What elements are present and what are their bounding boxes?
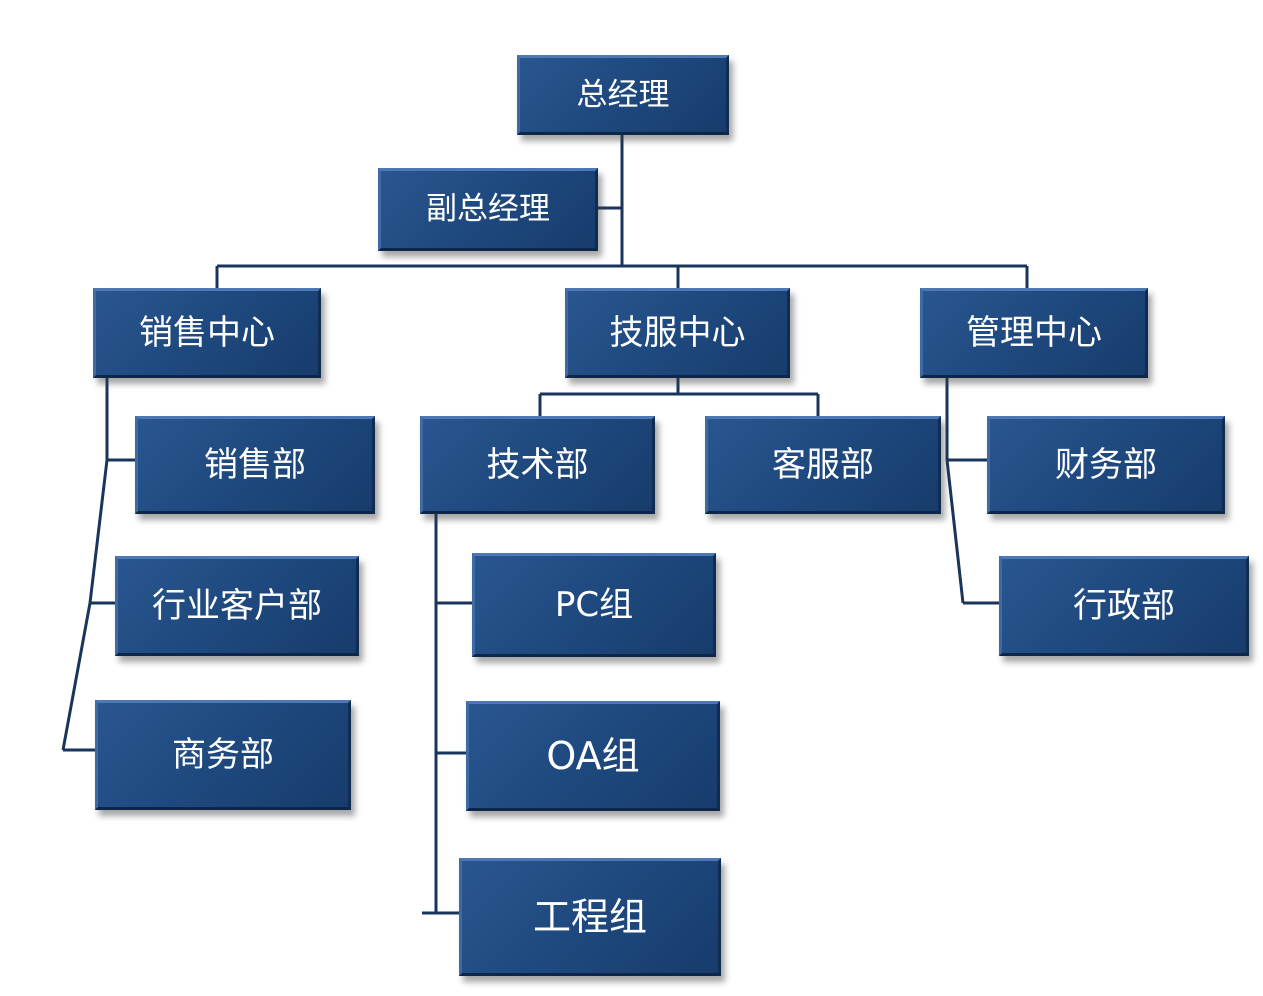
node-deputy-general-manager: 副总经理	[378, 168, 598, 251]
node-label: 销售中心	[139, 313, 275, 353]
node-label: 销售部	[204, 445, 306, 485]
node-admin-center: 管理中心	[920, 288, 1148, 378]
connector-line	[88, 459, 109, 604]
node-sales-center: 销售中心	[93, 288, 321, 378]
node-label: 管理中心	[966, 313, 1102, 353]
node-sales-dept: 销售部	[135, 416, 375, 514]
node-pc-group: PC组	[472, 553, 716, 657]
node-engineering-group: 工程组	[459, 858, 721, 976]
node-label: PC组	[554, 585, 634, 625]
node-business-affairs-dept: 商务部	[95, 700, 351, 810]
node-label: 客服部	[772, 445, 874, 485]
node-label: OA组	[546, 734, 640, 778]
node-finance-dept: 财务部	[987, 416, 1225, 514]
connector-line	[945, 459, 965, 604]
node-label: 总经理	[576, 76, 670, 113]
node-label: 技服中心	[609, 313, 746, 353]
node-oa-group: OA组	[466, 701, 720, 811]
node-industry-clients-dept: 行业客户部	[115, 556, 359, 656]
node-administration-dept: 行政部	[999, 556, 1249, 656]
node-label: 技术部	[486, 445, 589, 485]
node-tech-service-center: 技服中心	[565, 288, 790, 378]
node-label: 工程组	[532, 895, 647, 939]
connector-line	[61, 602, 92, 751]
node-label: 财务部	[1055, 445, 1157, 485]
node-label: 行业客户部	[152, 586, 322, 626]
node-tech-dept: 技术部	[420, 416, 655, 514]
node-customer-service-dept: 客服部	[705, 416, 941, 514]
node-label: 副总经理	[426, 191, 550, 227]
node-label: 商务部	[172, 735, 274, 775]
node-label: 行政部	[1073, 586, 1175, 626]
node-general-manager: 总经理	[517, 55, 729, 135]
